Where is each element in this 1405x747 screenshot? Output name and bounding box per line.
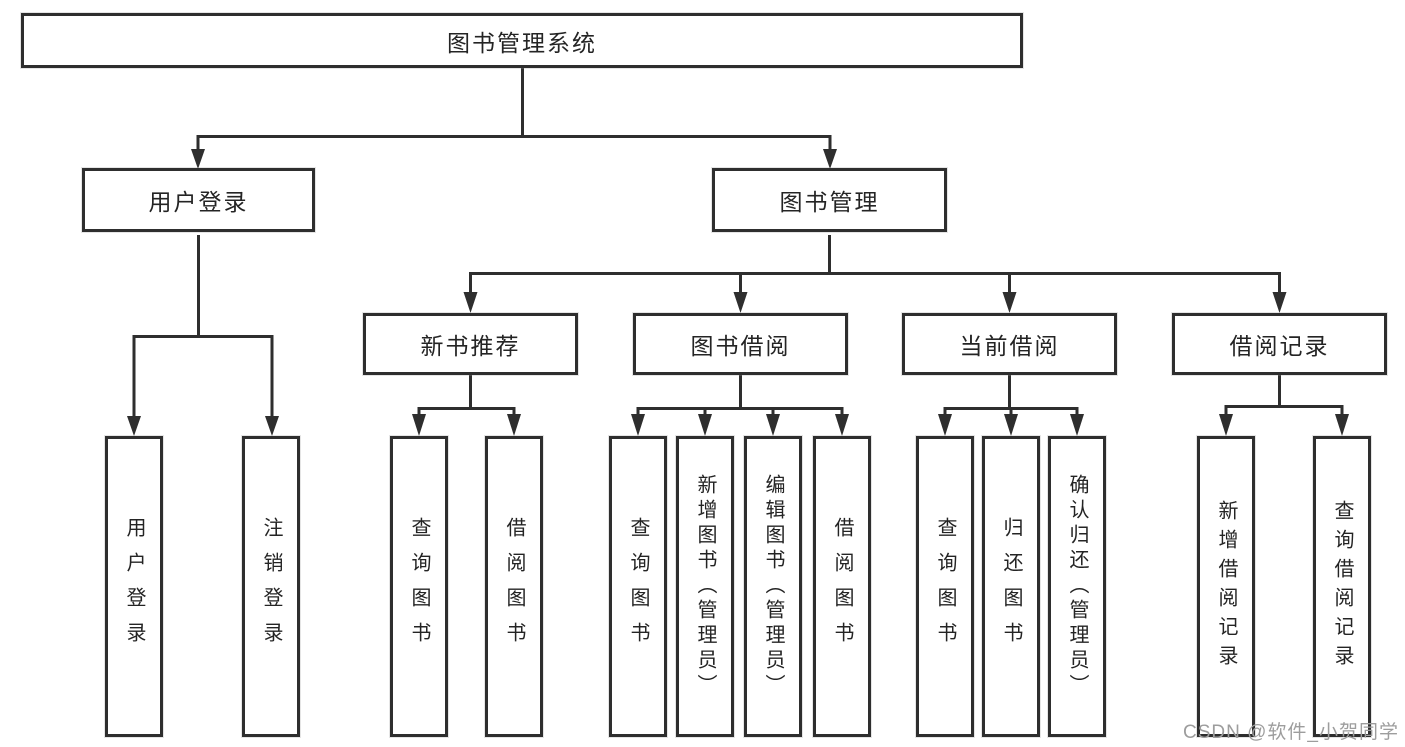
leaf-query-books-borrowing: 查询图书: [609, 436, 667, 737]
node-book-borrowing: 图书借阅: [633, 313, 848, 375]
node-book-management: 图书管理: [712, 168, 947, 232]
leaf-user-login: 用户登录: [105, 436, 163, 737]
node-current-borrowing: 当前借阅: [902, 313, 1117, 375]
node-new-book-recommendation: 新书推荐: [363, 313, 578, 375]
leaf-query-books-current: 查询图书: [916, 436, 974, 737]
leaf-query-books-recommend: 查询图书: [390, 436, 448, 737]
csdn-watermark: CSDN @软件_小贺同学: [1183, 722, 1399, 743]
leaf-edit-books-admin: 编辑图书（管理员）: [744, 436, 802, 737]
leaf-return-books: 归还图书: [982, 436, 1040, 737]
leaf-add-borrow-record: 新增借阅记录: [1197, 436, 1255, 737]
leaf-add-books-admin: 新增图书（管理员）: [676, 436, 734, 737]
leaf-borrow-books: 借阅图书: [813, 436, 871, 737]
node-user-login: 用户登录: [82, 168, 315, 232]
leaf-borrow-books-recommend: 借阅图书: [485, 436, 543, 737]
node-library-management-system: 图书管理系统: [21, 13, 1023, 68]
leaf-confirm-return-admin: 确认归还（管理员）: [1048, 436, 1106, 737]
node-borrowing-records: 借阅记录: [1172, 313, 1387, 375]
leaf-query-borrow-record: 查询借阅记录: [1313, 436, 1371, 737]
leaf-logout: 注销登录: [242, 436, 300, 737]
